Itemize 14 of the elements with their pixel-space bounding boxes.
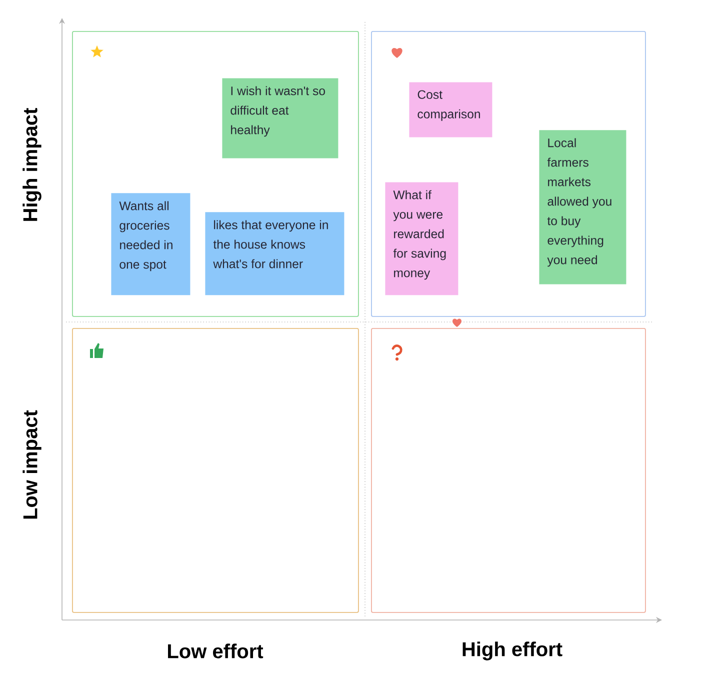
quadrant-box <box>72 328 359 613</box>
quadrant-box <box>371 328 646 613</box>
sticky-note: I wish it wasn't so difficult eat healthy <box>222 78 338 158</box>
sticky-note: Wants all groceries needed in one spot <box>111 193 190 296</box>
sticky-note: What if you were rewarded for saving money <box>385 182 458 296</box>
axis-label: High effort <box>462 642 562 660</box>
quadrant-box <box>371 31 646 317</box>
sticky-note: likes that everyone in the house knows what's for dinner <box>205 212 344 296</box>
sticky-note: Cost comparison <box>409 82 492 138</box>
axis-label: Low impact <box>22 410 42 519</box>
quadrant-box <box>72 31 359 317</box>
axis-label: Low effort <box>168 644 264 658</box>
sticky-note: Local farmers markets allowed you to buy everything you need <box>539 130 626 284</box>
axis-label: High impact <box>22 108 42 221</box>
